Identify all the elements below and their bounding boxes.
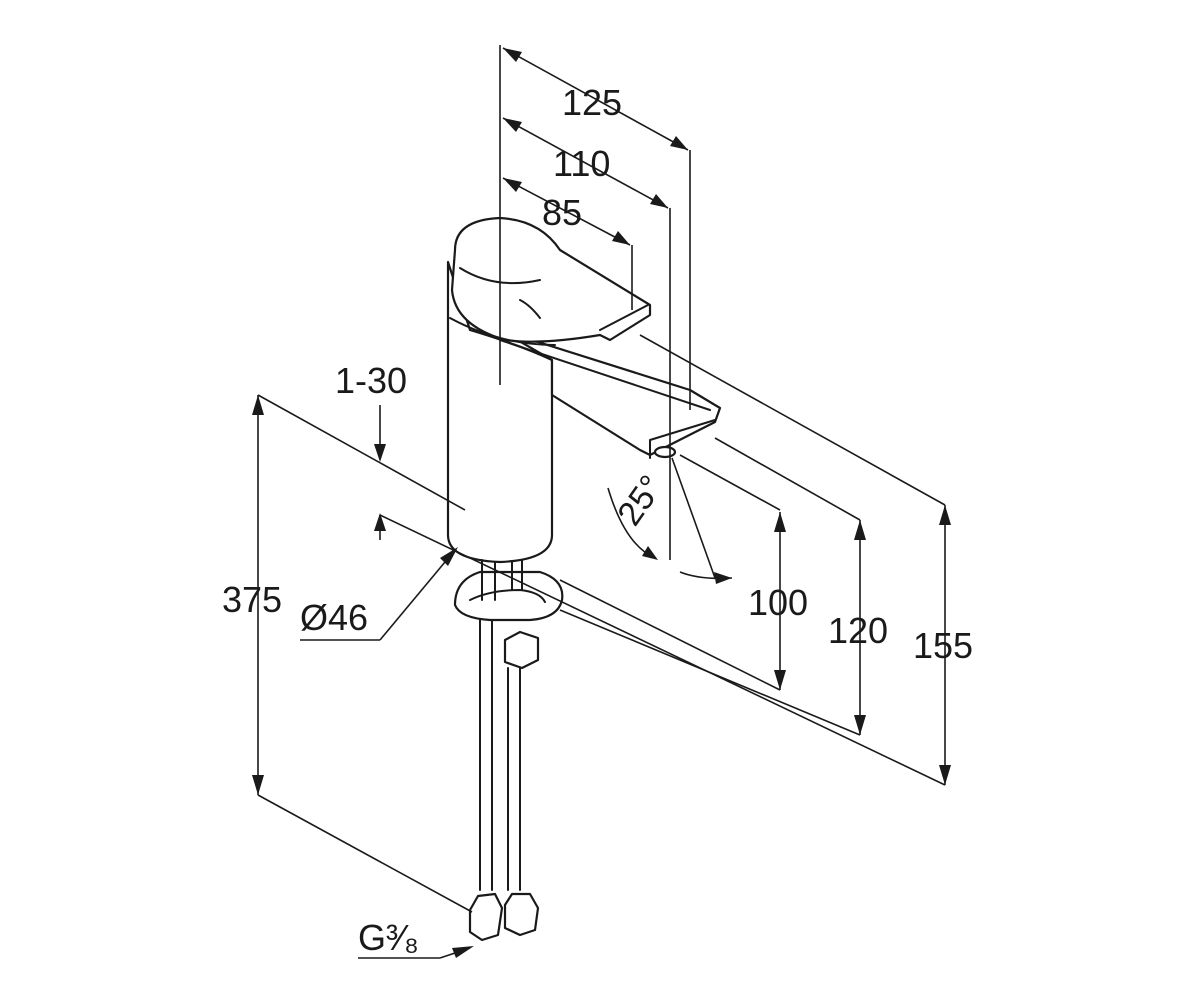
lever-detail: [459, 267, 649, 331]
hose-length-dimension: 375: [222, 395, 282, 795]
mounting-plate: [453, 570, 564, 622]
dim-110: 110: [553, 143, 610, 184]
thread-size: G³⁄₈: [358, 917, 419, 958]
height-dimensions: 100 120 155: [748, 505, 973, 785]
aerator: [653, 445, 677, 459]
dim-100: 100: [748, 582, 808, 623]
rods: [481, 559, 523, 601]
thread-leader: G³⁄₈: [358, 917, 474, 959]
dim-375: 375: [222, 579, 282, 620]
faucet: [446, 216, 722, 942]
height-extension-lines: [559, 334, 946, 736]
spout-edge: [499, 339, 716, 459]
top-dimensions: 125 110 85: [499, 45, 691, 560]
hose-end-left: [468, 892, 504, 942]
countertop-lines: [257, 394, 946, 913]
diameter-leader: Ø46: [300, 547, 458, 641]
dim-1-30: 1-30: [335, 360, 407, 401]
dim-85: 85: [542, 192, 582, 233]
hose-right: [507, 667, 521, 891]
mounting-thickness-dimension: 1-30: [335, 360, 407, 540]
lever-handle: [450, 216, 652, 343]
collar-ring: [449, 317, 556, 346]
hex-nut: [503, 630, 540, 670]
dim-125: 125: [562, 82, 622, 123]
hose-left: [479, 619, 493, 891]
dim-155: 155: [913, 625, 973, 666]
dim-46: Ø46: [300, 597, 368, 638]
dim-25-degrees: 25°: [610, 469, 671, 533]
dim-120: 120: [828, 610, 888, 651]
hose-end-right: [503, 892, 540, 937]
